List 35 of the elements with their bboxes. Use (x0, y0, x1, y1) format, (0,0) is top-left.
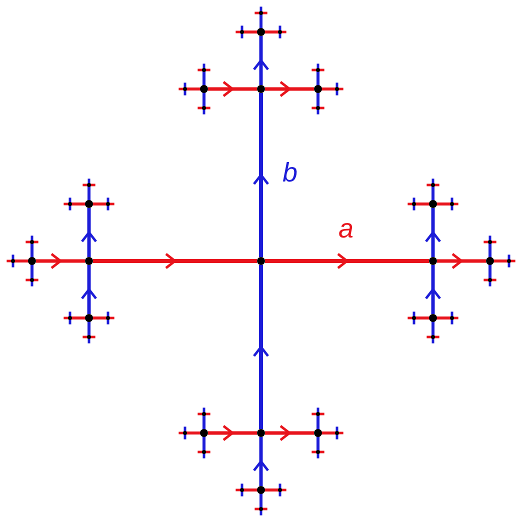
arrow (252, 265, 270, 429)
vertex-dot (85, 200, 93, 208)
arrow (252, 437, 270, 486)
arrow (265, 424, 314, 442)
arrow (80, 208, 98, 257)
vertex-dot (257, 85, 265, 93)
arrow (80, 265, 98, 314)
arrow (208, 424, 257, 442)
arrow (36, 252, 85, 270)
vertex-dot (257, 28, 265, 36)
arrow (437, 252, 486, 270)
vertex-dot (257, 486, 265, 494)
vertex-dot (28, 257, 36, 265)
edge-label: b (282, 160, 298, 186)
vertex-dot (85, 257, 93, 265)
edge-label: a (338, 216, 354, 242)
vertex-dot (486, 257, 494, 265)
vertex-dot (200, 85, 208, 93)
vertex-dot (200, 429, 208, 437)
arrow (93, 252, 257, 270)
arrow (265, 252, 429, 270)
vertex-dot (257, 429, 265, 437)
vertex-dot (429, 257, 437, 265)
vertex-dot (429, 200, 437, 208)
vertex-dot (314, 429, 322, 437)
arrow (208, 80, 257, 98)
arrow (424, 265, 442, 314)
arrow (265, 80, 314, 98)
vertex-dot (314, 85, 322, 93)
arrow (424, 208, 442, 257)
vertex-dot (85, 314, 93, 322)
vertex-dot (257, 257, 265, 265)
arrow (252, 36, 270, 85)
arrow (252, 93, 270, 257)
vertex-dot (429, 314, 437, 322)
